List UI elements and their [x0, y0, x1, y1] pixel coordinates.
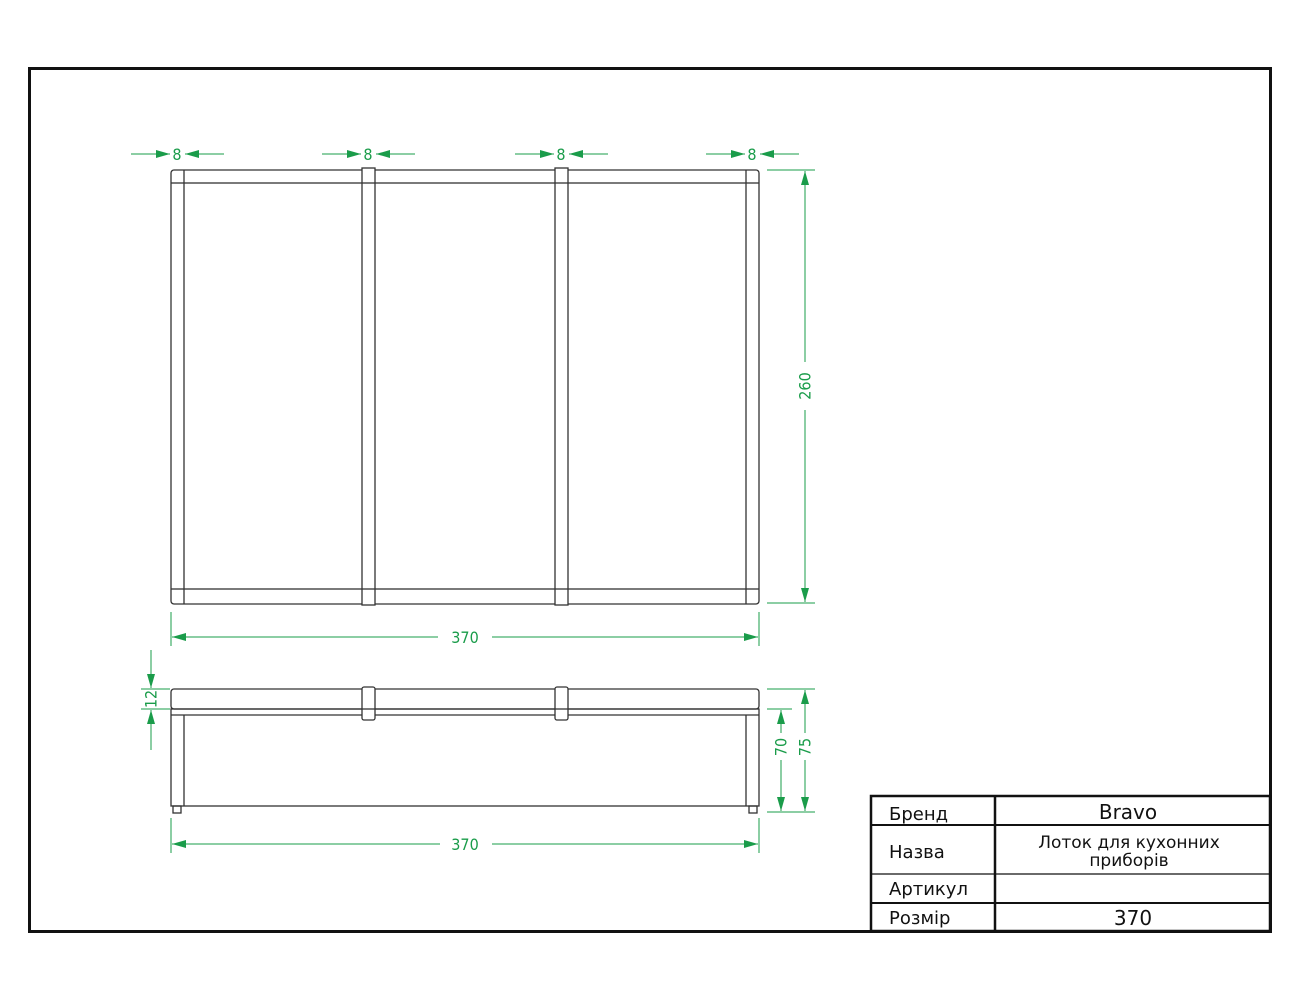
dim-width-top-line	[170, 612, 760, 646]
side-divider-1	[361, 686, 376, 721]
dim-side-total-height: 75	[796, 738, 815, 756]
title-block	[869, 794, 1272, 933]
tray-inner-outline	[183, 182, 747, 590]
name-label: Назва	[889, 842, 945, 863]
top-view	[170, 167, 760, 606]
dim-top-gap-4: 8	[747, 145, 756, 164]
article-label: Артикул	[889, 879, 968, 900]
dim-lip-line	[141, 650, 170, 750]
foot-right	[748, 805, 758, 814]
side-divider-2	[554, 686, 569, 721]
tray-outline	[170, 169, 760, 605]
divider-1	[361, 167, 376, 606]
dim-height-260-line	[767, 169, 815, 604]
name-value-line1: Лоток для кухонних	[1038, 833, 1220, 853]
dim-width-side-line	[170, 818, 760, 853]
dim-top-gap-3: 8	[556, 145, 565, 164]
tray-body-profile	[170, 708, 760, 807]
dim-side-lip: 12	[142, 690, 161, 708]
foot-left	[172, 805, 182, 814]
size-label: Розмір	[889, 908, 950, 929]
tray-lid-profile	[170, 688, 760, 710]
dim-top-gap-2: 8	[363, 145, 372, 164]
dim-top-height: 260	[796, 372, 815, 399]
divider-2	[554, 167, 569, 606]
brand-label: Бренд	[889, 804, 948, 825]
size-value: 370	[1114, 906, 1152, 930]
side-view	[170, 686, 760, 814]
dim-side-width: 370	[451, 835, 478, 854]
dim-side-inner-height: 70	[772, 738, 791, 756]
name-value-line2: приборів	[1089, 851, 1168, 871]
dim-top-width: 370	[451, 628, 478, 647]
drawing-border	[28, 67, 1272, 933]
dim-top-gap-1: 8	[172, 145, 181, 164]
brand-value: Bravo	[1099, 800, 1157, 824]
dim-side-height-lines	[767, 688, 815, 813]
